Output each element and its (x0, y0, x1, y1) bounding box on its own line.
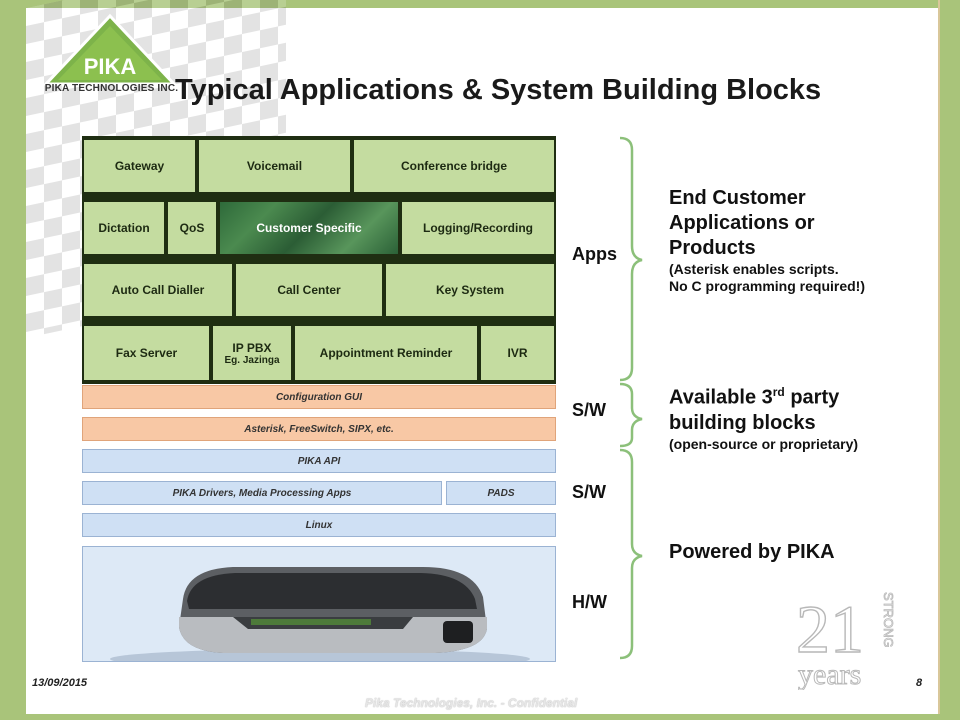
third-party-line2: building blocks (669, 411, 816, 434)
app-block-ivr: IVR (479, 324, 556, 382)
badge-word-strong: STRONG (881, 592, 896, 648)
bracket-group (619, 136, 643, 660)
slide-frame-right (938, 0, 960, 720)
app-block-voicemail: Voicemail (197, 138, 352, 194)
app-block-appointment-reminder: Appointment Reminder (293, 324, 479, 382)
footer-date: 13/09/2015 (32, 677, 88, 689)
third-party-note: (open-source or proprietary) (669, 435, 859, 452)
app-block-auto-call-dialler: Auto Call Dialler (82, 262, 234, 318)
desc-third-party: Available 3rd party building blocks (ope… (669, 380, 931, 453)
desc-end-customer: End Customer Applications or Products (A… (669, 186, 929, 295)
asterisk-note-line2: No C programming required!) (669, 278, 866, 294)
app-block-key-system: Key System (384, 262, 556, 318)
badge-number: 21 (796, 591, 864, 667)
sw-third-party-brace (619, 382, 643, 448)
third-party-sup: rd (772, 385, 785, 399)
pika-logo: PIKA (42, 13, 178, 86)
app-block-fax-server: Fax Server (82, 324, 211, 382)
layer-asterisk: Asterisk, FreeSwitch, SIPX, etc. (82, 417, 556, 441)
layer-configuration-gui: Configuration GUI (82, 385, 556, 409)
powered-by-pika-text: Powered by PIKA (669, 541, 835, 563)
asterisk-note-line1: (Asterisk enables scripts. (669, 261, 839, 277)
slide-frame-left (0, 0, 26, 720)
label-sw-lower: S/W (572, 482, 606, 502)
layer-pika-drivers: PIKA Drivers, Media Processing Apps (82, 481, 442, 505)
end-customer-line1: End Customer (669, 187, 806, 209)
ip-pbx-label: IP PBX (232, 340, 272, 355)
desc-powered-by-pika: Powered by PIKA (669, 540, 835, 565)
slide-inner-edge (938, 0, 940, 720)
footer-page-number: 8 (916, 677, 923, 689)
end-customer-line2: Applications or (669, 212, 815, 234)
badge-word-years: years (798, 658, 861, 690)
label-apps: Apps (572, 244, 617, 264)
layer-linux: Linux (82, 513, 556, 537)
slide-frame-bottom (0, 714, 960, 720)
third-party-line1: Available 3rd party (669, 380, 931, 411)
app-block-conference-bridge: Conference bridge (352, 138, 556, 194)
third-party-text-a: Available 3 (669, 386, 773, 409)
hardware-appliance-image (82, 546, 556, 662)
app-block-dictation: Dictation (82, 200, 166, 256)
slide-frame-top (0, 0, 960, 8)
label-sw-upper: S/W (572, 400, 606, 420)
appliance-illustration (110, 567, 530, 661)
21-years-strong-badge: 21 years STRONG (795, 590, 896, 690)
third-party-text-b: party (784, 386, 840, 409)
app-block-ip-pbx: IP PBX Eg. Jazinga (211, 324, 293, 382)
label-hw: H/W (572, 592, 607, 612)
app-block-logging-recording: Logging/Recording (400, 200, 556, 256)
app-block-gateway: Gateway (82, 138, 197, 194)
end-customer-line3: Products (669, 237, 756, 259)
app-block-customer-specific: Customer Specific (218, 200, 400, 256)
layer-pika-api: PIKA API (82, 449, 556, 473)
apps-brace (619, 136, 643, 382)
pika-powered-brace (619, 448, 643, 660)
logo-mark-text: PIKA (84, 54, 137, 79)
ip-pbx-example: Eg. Jazinga (224, 354, 280, 366)
layer-pads: PADS (446, 481, 556, 505)
app-block-call-center: Call Center (234, 262, 384, 318)
logo-company-name: PIKA TECHNOLOGIES INC. (44, 83, 179, 94)
app-block-qos: QoS (166, 200, 218, 256)
footer-confidential: Pika Technologies, Inc. - Confidential (365, 696, 578, 710)
page-title: Typical Applications & System Building B… (175, 74, 822, 106)
